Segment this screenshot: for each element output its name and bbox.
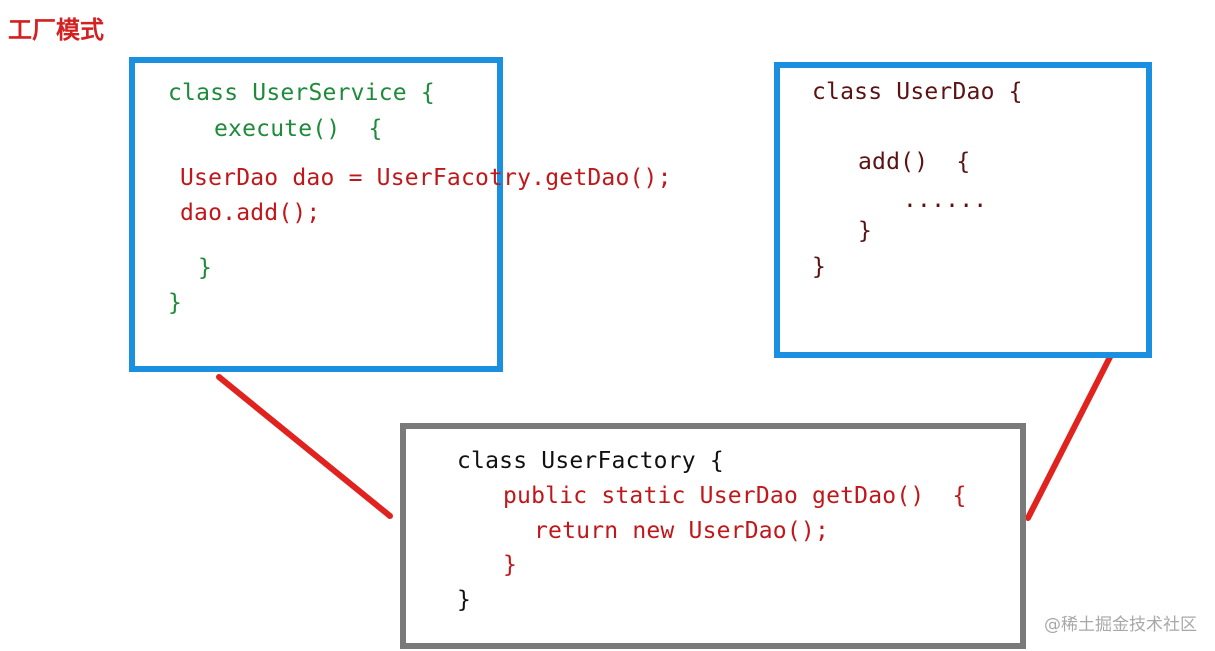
user-factory-box (400, 423, 1026, 649)
user-factory-return-line: return new UserDao(); (534, 518, 829, 544)
user-dao-add-line: add() { (858, 149, 971, 175)
user-service-execute-close: } (198, 255, 213, 281)
watermark-text: @稀土掘金技术社区 (1044, 615, 1197, 635)
user-service-add-line: dao.add(); (180, 200, 321, 226)
user-service-getdao-line: UserDao dao = UserFacotry.getDao(); (180, 165, 672, 191)
user-service-box (129, 57, 503, 372)
user-factory-getdao-close: } (503, 552, 518, 578)
user-dao-body-line: ...... (903, 187, 988, 213)
user-service-class-close: } (168, 290, 183, 316)
user-dao-add-close: } (858, 218, 873, 244)
user-service-class-line: class UserService { (168, 80, 435, 106)
connector-dao-factory (1025, 354, 1113, 521)
user-dao-class-close: } (812, 254, 827, 280)
user-dao-class-line: class UserDao { (812, 79, 1023, 105)
page-title: 工厂模式 (8, 16, 104, 44)
user-dao-box (774, 62, 1152, 358)
user-factory-class-line: class UserFactory { (457, 448, 724, 474)
connector-service-factory (216, 374, 393, 519)
user-service-execute-line: execute() { (214, 116, 383, 142)
user-factory-getdao-line: public static UserDao getDao() { (503, 483, 967, 509)
user-factory-class-close: } (457, 587, 472, 613)
